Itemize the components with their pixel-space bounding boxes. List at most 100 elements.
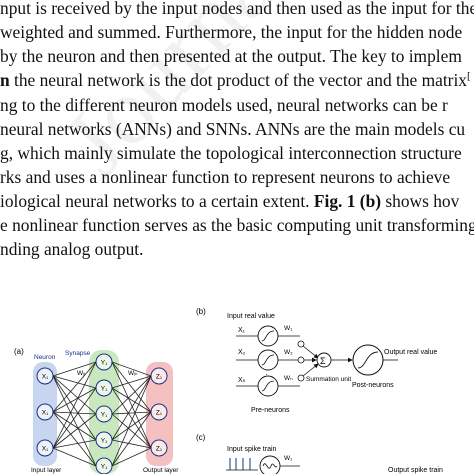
panel-c: (c) Input spike train W₁ Output spike tr… bbox=[196, 433, 443, 474]
text-line-4: n the neural network is the dot product … bbox=[0, 69, 471, 91]
synapse-in-hidden bbox=[52, 411, 97, 441]
sigmoid-icon bbox=[261, 330, 275, 342]
synapse-in-hidden bbox=[52, 361, 97, 449]
synapse-hidden-out bbox=[111, 387, 152, 413]
weight-wn: Wₙ bbox=[284, 375, 293, 382]
weight-w2: W₂ bbox=[284, 349, 293, 356]
synapse-in-hidden bbox=[52, 447, 97, 467]
synapse-hidden-out bbox=[111, 413, 152, 449]
spike-wave-icon bbox=[262, 463, 278, 469]
spike-train-icon bbox=[229, 458, 251, 470]
input-x1: X₁ bbox=[238, 327, 246, 334]
neuron-label: Neuron bbox=[34, 354, 56, 361]
text-line-4-rest: the neural network is the dot product of… bbox=[9, 70, 467, 90]
sigmoid-icon bbox=[261, 354, 275, 366]
post-neuron bbox=[352, 344, 384, 376]
input-node-label: X₁ bbox=[42, 374, 49, 381]
output-node-label: Z₁ bbox=[156, 446, 163, 453]
synapse-in-hidden bbox=[52, 439, 97, 449]
output-node: Z₁ bbox=[150, 403, 168, 421]
pre-neuron-2 bbox=[257, 349, 279, 371]
output-node-circle bbox=[150, 403, 168, 421]
text-line-2: weighted and summed. Furthermore, the in… bbox=[0, 22, 463, 42]
output-node: Z₁ bbox=[150, 367, 168, 385]
spike-weight-w1: W₁ bbox=[284, 455, 293, 462]
synapse-in-hidden bbox=[52, 375, 97, 441]
hidden-node: Y₁ bbox=[95, 379, 113, 397]
hidden-node-label: Y₁ bbox=[101, 386, 108, 393]
synapse-hidden-out bbox=[111, 439, 152, 449]
hidden-node-circle bbox=[95, 353, 113, 371]
hidden-node-label: Y₁ bbox=[101, 412, 108, 419]
arrow-to-sum-1 bbox=[302, 345, 319, 359]
synapse-in-hidden bbox=[52, 387, 97, 413]
panel-b: (b) Input real value X₁ W₁ X₂ W₂ ⋮ Xₙ bbox=[196, 307, 437, 414]
weight-out-label: Wⱼₖ bbox=[128, 370, 138, 377]
pre-neuron-1 bbox=[257, 325, 279, 347]
arrow-to-sum-n bbox=[302, 363, 319, 377]
sigmoid-icon bbox=[261, 380, 275, 392]
text-line-4-bold: n bbox=[0, 70, 10, 90]
panel-b-tag: (b) bbox=[196, 307, 206, 316]
output-node: Z₁ bbox=[150, 439, 168, 457]
input-node: X₁ bbox=[36, 367, 54, 385]
synapse-hidden-out bbox=[111, 375, 152, 389]
hidden-node-label: Y₁ bbox=[101, 464, 108, 471]
figure-reference: Fig. 1 (b) bbox=[313, 191, 382, 211]
synapse-hidden-out bbox=[111, 361, 152, 449]
synapse-in-hidden bbox=[52, 361, 97, 377]
nodes: X₁ X₁ X₁ Y₁ Y₁ Y₁ Y₁ Y₁ Z₁ Z₁ Z₁ bbox=[36, 353, 168, 474]
synapse-hidden-out bbox=[111, 411, 152, 467]
hidden-node-label: Y₁ bbox=[101, 360, 108, 367]
text-line-9-post: shows hov bbox=[381, 191, 460, 211]
synapse-in-hidden bbox=[52, 413, 97, 449]
synapse-hidden-out bbox=[111, 361, 152, 377]
post-neurons-label: Post-neurons bbox=[352, 382, 394, 389]
synapse-in-hidden bbox=[52, 375, 97, 467]
input-xn: Xₙ bbox=[238, 377, 246, 384]
output-node-circle bbox=[150, 367, 168, 385]
synapse-hidden-out bbox=[111, 411, 152, 415]
output-spike-train-label: Output spike train bbox=[388, 467, 443, 474]
synapse-hidden-out bbox=[111, 375, 152, 441]
synapse-in-hidden bbox=[52, 387, 97, 449]
synapse-hidden-out bbox=[111, 361, 152, 413]
hidden-node-circle bbox=[95, 405, 113, 423]
hidden-node: Y₁ bbox=[95, 457, 113, 474]
input-node-label: X₁ bbox=[42, 446, 49, 453]
input-spike-train-label: Input spike train bbox=[227, 446, 277, 453]
text-line-3: by the neuron and then presented at the … bbox=[0, 46, 462, 66]
input-node: X₁ bbox=[36, 403, 54, 421]
text-line-5: ng to the different neuron models used, … bbox=[0, 95, 448, 115]
synapse-in-hidden bbox=[52, 375, 97, 415]
synapse-in-hidden bbox=[52, 411, 97, 415]
input-node-circle bbox=[36, 403, 54, 421]
multiply-node-1 bbox=[297, 340, 305, 348]
text-line-6: neural networks (ANNs) and SNNs. ANNs ar… bbox=[0, 119, 466, 139]
synapse-hidden-out bbox=[111, 375, 152, 467]
input-real-value-label: Input real value bbox=[227, 313, 275, 320]
hidden-node-label: Y₁ bbox=[101, 438, 108, 445]
weight-w1: W₁ bbox=[284, 325, 293, 332]
connections bbox=[52, 361, 152, 467]
synapse-in-hidden bbox=[52, 411, 97, 467]
citation-bracket: [ bbox=[467, 70, 471, 83]
output-real-value-label: Output real value bbox=[384, 349, 437, 356]
hidden-node: Y₁ bbox=[95, 405, 113, 423]
input-layer-label: Input layer bbox=[31, 467, 62, 474]
input-x2: X₂ bbox=[238, 349, 246, 356]
weight-in-label: Wᵢⱼ bbox=[77, 370, 85, 377]
input-node-circle bbox=[36, 367, 54, 385]
multiply-node-2 bbox=[297, 356, 305, 364]
output-node-label: Z₁ bbox=[156, 410, 163, 417]
synapse-hidden-out bbox=[111, 375, 152, 415]
hidden-node-circle bbox=[95, 379, 113, 397]
hidden-node: Y₁ bbox=[95, 431, 113, 449]
multiply-node-n bbox=[297, 374, 305, 382]
hidden-node-circle bbox=[95, 457, 113, 474]
panel-a-tag: (a) bbox=[14, 347, 24, 356]
synapse-hidden-out bbox=[111, 387, 152, 449]
synapse-hidden-out bbox=[111, 411, 152, 441]
pre-neurons-label: Pre-neurons bbox=[251, 407, 290, 414]
